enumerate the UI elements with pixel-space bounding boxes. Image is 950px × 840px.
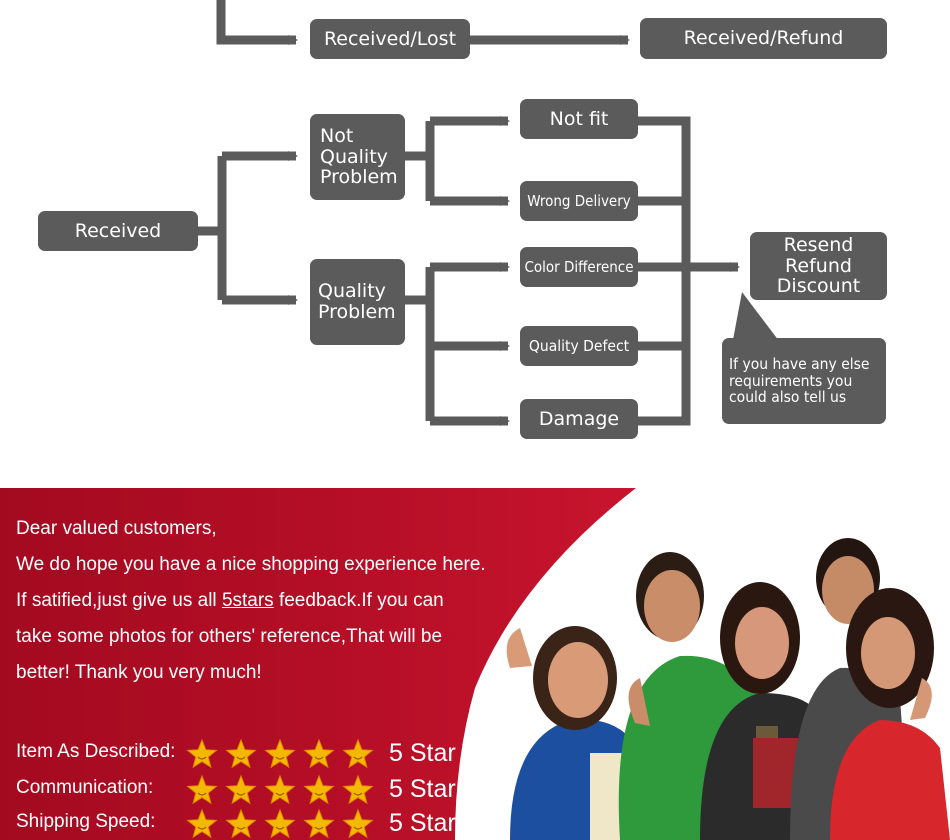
quality-defect-box: Quality Defect (520, 326, 638, 366)
connector-collector (637, 116, 691, 426)
rating-label: Item As Described: (16, 741, 176, 762)
color-difference-box: Color Difference (520, 247, 638, 287)
star-smile (353, 756, 363, 760)
not-fit-box: Not fit (520, 99, 638, 139)
star-smile (236, 826, 246, 830)
star-icon (264, 774, 296, 805)
message-line-2: We do hope you have a nice shopping expe… (16, 554, 486, 575)
star-smile (197, 756, 207, 760)
star-smile (275, 792, 285, 796)
flowchart-connectors (197, 0, 782, 426)
star-smile (197, 826, 207, 830)
resolution-box: Resend Refund Discount (750, 232, 887, 300)
not-quality-problem-box: Not Quality Problem (310, 114, 405, 200)
note-bubble-tail (732, 292, 782, 345)
star-smile (275, 826, 285, 830)
received-refund-box: Received/Refund (640, 18, 887, 59)
rating-label: Shipping Speed: (16, 811, 156, 832)
star-smile (236, 792, 246, 796)
message-line-3: If satified,just give us all 5stars feed… (16, 590, 444, 612)
rating-value: 5 Star (389, 739, 456, 767)
star-icon (264, 808, 296, 839)
star-smile (314, 792, 324, 796)
greeting: Dear valued customers, (16, 518, 217, 539)
star-icon (303, 808, 335, 839)
message-line-5: better! Thank you very much! (16, 662, 262, 683)
star-smile (236, 756, 246, 760)
star-icon (264, 738, 296, 769)
quality-problem-box: Quality Problem (310, 259, 405, 345)
star-icon (186, 808, 218, 839)
feedback-panel: Dear valued customers, We do hope you ha… (0, 488, 950, 840)
star-icon (186, 774, 218, 805)
rating-label: Communication: (16, 777, 154, 798)
damage-box: Damage (520, 399, 638, 439)
star-icon (225, 774, 257, 805)
note-bubble: If you have any else requirements you co… (722, 338, 886, 424)
star-rating (186, 738, 374, 769)
rating-value: 5 Star (389, 809, 456, 837)
star-smile (314, 756, 324, 760)
star-icon (342, 808, 374, 839)
star-smile (275, 756, 285, 760)
wrong-delivery-box: Wrong Delivery (520, 181, 638, 221)
message-line-3-start: If satified,just give us all (16, 590, 222, 611)
connector-top-stub (216, 0, 298, 45)
connector-qp-split (404, 267, 435, 421)
star-smile (353, 792, 363, 796)
connector-received-split (197, 156, 227, 300)
star-icon (225, 738, 257, 769)
star-smile (197, 792, 207, 796)
customers-group-photo (506, 538, 950, 840)
star-rating (186, 774, 374, 805)
connector-nqp-split (404, 121, 435, 201)
star-icon (342, 774, 374, 805)
panel-background (0, 488, 636, 840)
star-smile (353, 826, 363, 830)
person-figure (506, 626, 647, 840)
rating-value: 5 Star (389, 775, 456, 803)
star-icon (303, 738, 335, 769)
five-stars-link[interactable]: 5stars (221, 590, 274, 611)
message-line-3-end: feedback.If you can (273, 590, 444, 611)
star-rating (186, 808, 374, 839)
star-icon (225, 808, 257, 839)
star-smile (314, 826, 324, 830)
star-icon (342, 738, 374, 769)
received-lost-box: Received/Lost (310, 19, 470, 59)
star-icon (303, 774, 335, 805)
received-box: Received (38, 211, 198, 251)
star-icon (186, 738, 218, 769)
person-figure (830, 588, 950, 840)
message-line-4: take some photos for others' reference,T… (16, 626, 443, 647)
